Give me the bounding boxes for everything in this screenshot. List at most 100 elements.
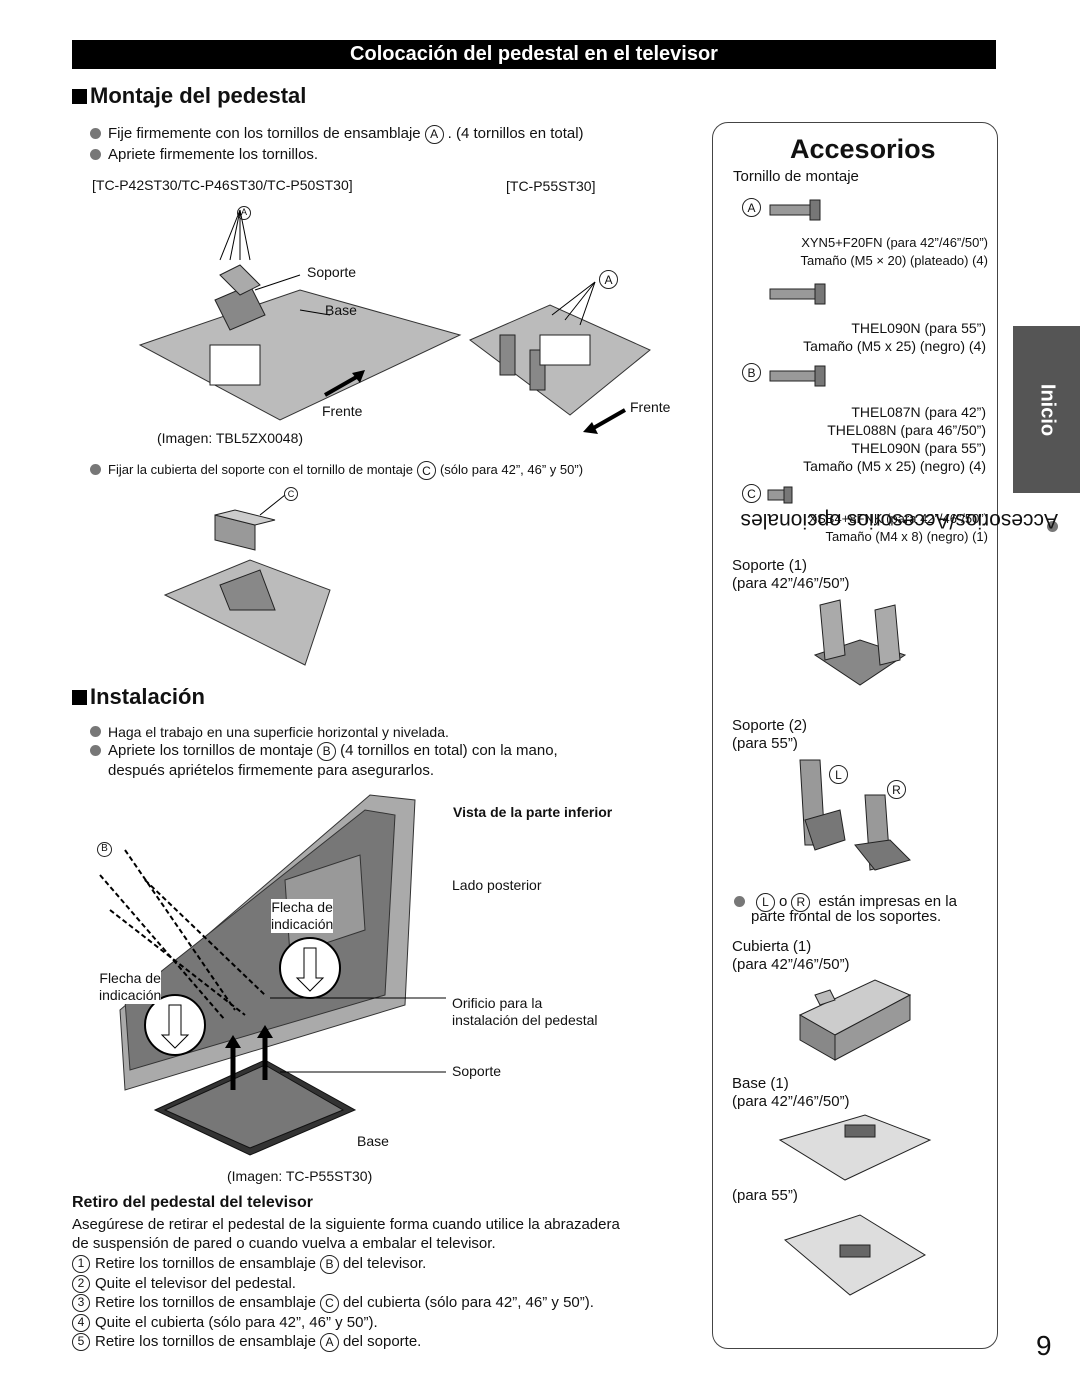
text: Apriete los tornillos de montaje	[108, 742, 314, 759]
bullet-dot-icon	[90, 745, 101, 756]
montaje-bullet-1: Fije firmemente con los tornillos de ens…	[90, 124, 584, 144]
instalacion-bullet-1: Haga el trabajo en una superficie horizo…	[90, 722, 449, 742]
page-number: 9	[1036, 1330, 1052, 1361]
text: están impresas en la	[818, 893, 957, 910]
letter-b-badge: B	[319, 1254, 339, 1274]
text: Apriete firmemente los tornillos.	[108, 146, 319, 163]
vertical-section-title: Accesorios/Accesorios opcionales	[741, 498, 1064, 858]
base55-label: (para 55”)	[732, 1187, 798, 1204]
model-right: [TC-P55ST30]	[506, 178, 596, 194]
instalacion-heading: Instalación	[72, 684, 205, 710]
soporte1-illustration	[813, 599, 907, 686]
label-frente-right: Frente	[630, 399, 671, 415]
imagen-caption-bottom: (Imagen: TC-P55ST30)	[227, 1168, 373, 1184]
label-a-right: A	[595, 270, 622, 289]
soporte1-label: Soporte (1)(para 42”/46”/50”)	[732, 557, 850, 592]
screw-b-icon	[769, 365, 826, 387]
instalacion-bullet-2-line2: después apriételos firmemente para asegu…	[108, 762, 435, 779]
cover-attach-illustration	[163, 494, 331, 666]
base1-illustration	[778, 1114, 932, 1181]
letter-c-badge: C	[319, 1293, 339, 1313]
text: o	[779, 893, 788, 910]
lado-posterior-label: Lado posterior	[452, 877, 542, 893]
bullet-dot-icon	[90, 149, 101, 160]
cover-bullet: Fijar la cubierta del soporte con el tor…	[90, 460, 584, 481]
label-b-install: B	[93, 840, 116, 857]
text: de suspensión de pared o cuando vuelva a…	[72, 1235, 496, 1252]
soporte2-illustration	[799, 759, 911, 871]
letter-b-acc: B	[738, 363, 765, 382]
letter-l: L	[825, 765, 852, 784]
text: indicación	[271, 916, 334, 932]
base-label-install: Base	[357, 1133, 389, 1149]
base1-label: Base (1)(para 42”/46”/50”)	[732, 1075, 850, 1110]
text: (sólo para 42”, 46” y 50”)	[439, 462, 584, 477]
montaje-heading-text: Montaje del pedestal	[90, 83, 307, 108]
letter-c-acc: C	[738, 484, 765, 503]
stand-assembly-illustration-left	[138, 209, 462, 421]
retiro-heading: Retiro del pedestal del televisor	[72, 1194, 313, 1211]
text: Asegúrese de retirar el pedestal de la s…	[72, 1216, 620, 1233]
section-banner: Colocación del pedestal en el televisor	[72, 40, 996, 69]
accessories-title: Accesorios	[790, 134, 936, 164]
text: Fije firmemente con los tornillos de ens…	[108, 125, 421, 142]
soporte2-label: Soporte (2)(para 55”)	[732, 717, 808, 752]
letter-a-acc: A	[738, 198, 765, 217]
flecha-label-left: Flecha de indicación	[99, 970, 162, 1004]
text: (4 tornillos en total) con la mano,	[340, 742, 558, 759]
instalacion-heading-text: Instalación	[90, 684, 205, 709]
text: Flecha de	[99, 970, 161, 986]
screw-a2-text: THEL090N (para 55”)Tamaño (M5 x 25) (neg…	[803, 320, 986, 354]
model-left: [TC-P42ST30/TC-P46ST30/TC-P50ST30]	[92, 177, 353, 193]
tornillo-label: Tornillo de montaje	[733, 168, 859, 185]
letter-b-badge: B	[317, 741, 337, 761]
montaje-bullet-2: Apriete firmemente los tornillos.	[90, 145, 318, 165]
screw-c-text: XSB4+8FNK (para 42”/46”/50”)Tamaño (M4 x…	[808, 511, 988, 544]
montaje-heading: Montaje del pedestal	[72, 83, 306, 109]
label-a-left: A	[233, 205, 255, 220]
text: indicación	[99, 987, 162, 1003]
label-c-top: C	[280, 485, 302, 502]
bullet-dot-icon	[734, 896, 745, 907]
imagen-caption-top: (Imagen: TBL5ZX0048)	[157, 430, 304, 446]
flecha-label-right: Flecha de indicación	[271, 899, 334, 933]
cubierta-illustration	[798, 979, 912, 1061]
soporte-label-install: Soporte	[452, 1063, 502, 1079]
text: Flecha de	[271, 899, 333, 915]
label-base-left: Base	[325, 302, 357, 318]
base55-illustration	[783, 1214, 927, 1296]
retiro-intro: Asegúrese de retirar el pedestal de la s…	[72, 1215, 620, 1253]
letter-r-badge: R	[791, 892, 811, 912]
text: Haga el trabajo en una superficie horizo…	[108, 724, 449, 740]
letter-l-badge: L	[756, 892, 775, 912]
bullet-dot-icon	[90, 128, 101, 139]
text: Accesorios/Accesorios opcionales	[740, 509, 1058, 532]
text: Orificio para la	[452, 995, 543, 1011]
accessories-panel	[712, 122, 998, 1349]
screw-a1-text: XYN5+F20FN (para 42”/46”/50”)Tamaño (M5 …	[800, 235, 988, 268]
bullet-dot-icon	[90, 726, 101, 737]
screw-b-text: THEL087N (para 42”)THEL088N (para 46”/50…	[803, 404, 986, 474]
cubierta-label: Cubierta (1)(para 42”/46”/50”)	[732, 938, 850, 973]
screw-a1-icon	[769, 199, 821, 221]
square-bullet-icon	[72, 689, 87, 705]
letter-a-badge: A	[424, 124, 444, 144]
stand-assembly-illustration-right	[469, 281, 651, 434]
label-frente-left: Frente	[322, 403, 363, 419]
letter-r: R	[883, 780, 910, 799]
text: instalación del pedestal	[452, 1012, 598, 1028]
orificio-label: Orificio para la instalación del pedesta…	[452, 995, 598, 1029]
screw-a2-icon	[769, 283, 826, 305]
bullet-dot-icon	[90, 464, 101, 475]
square-bullet-icon	[72, 88, 87, 104]
label-soporte-left: Soporte	[307, 264, 357, 280]
letter-a-badge: A	[319, 1332, 339, 1352]
